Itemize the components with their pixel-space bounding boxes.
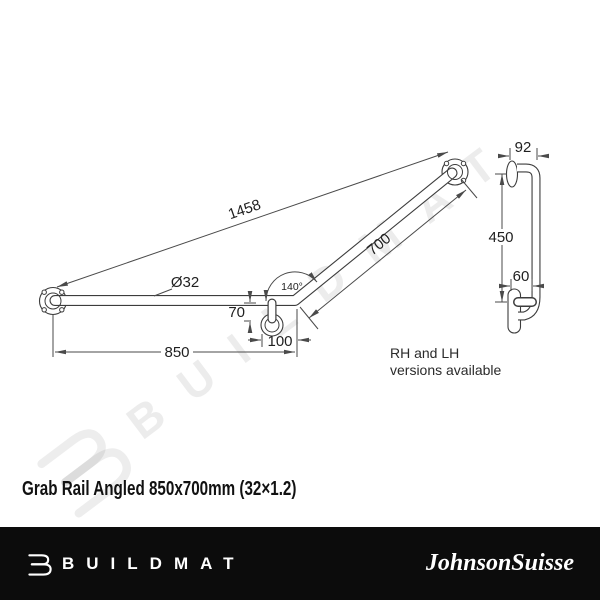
dim-flange-drop: 70	[228, 304, 245, 321]
plan-view	[38, 158, 469, 337]
johnsonsuisse-wordmark: JohnsonSuisse	[425, 550, 574, 576]
dim-bend-angle: 140°	[281, 281, 303, 293]
dim-vertical-height: 450	[488, 229, 513, 246]
dim-lower-arm: 850	[164, 344, 189, 361]
plan-dimensions	[52, 151, 478, 359]
buildmat-wordmark: BUILDMAT	[62, 553, 246, 573]
dim-top-projection: 92	[515, 139, 532, 156]
versions-note-line2: versions available	[390, 362, 501, 378]
dim-total-length: 1458	[226, 196, 263, 223]
left-flange-collar	[44, 292, 62, 310]
versions-note: RH and LH versions available	[390, 345, 501, 378]
grab-rail-technical-drawing: 1458 700 140° Ø32 70 850 100	[38, 139, 549, 378]
buildmat-logo-icon	[28, 554, 52, 576]
side-dimensions	[487, 148, 549, 303]
side-top-flange	[505, 160, 519, 188]
rail-tube	[49, 167, 458, 306]
footer-brand-bar: BUILDMAT JohnsonSuisse	[0, 527, 600, 600]
side-bottom-flange	[507, 288, 522, 334]
dim-tube-diameter: Ø32	[171, 274, 199, 291]
dim-flange-offset: 100	[267, 333, 292, 350]
dim-bottom-projection: 60	[513, 268, 530, 285]
product-title: Grab Rail Angled 850x700mm (32×1.2)	[22, 478, 297, 500]
side-rail-tube	[517, 163, 541, 321]
buildmat-brand: BUILDMAT	[26, 548, 246, 579]
versions-note-line1: RH and LH	[390, 345, 459, 361]
side-view	[505, 160, 541, 334]
